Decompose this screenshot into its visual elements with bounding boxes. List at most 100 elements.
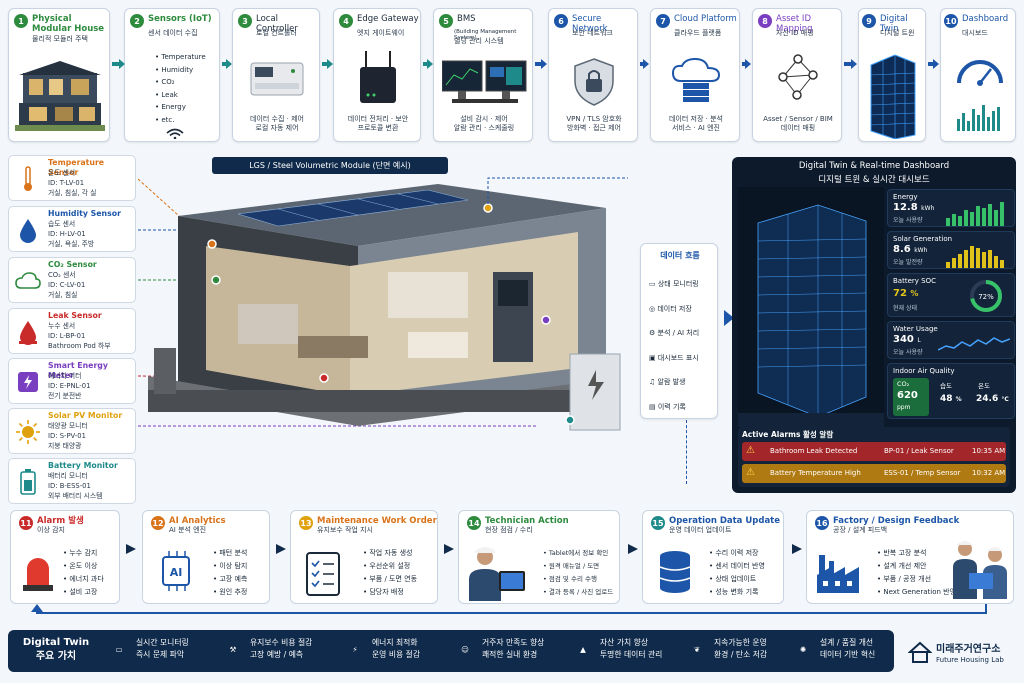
list-item: • Humidity [155,65,194,74]
step-title: Edge Gateway [357,14,419,24]
data-flow-panel: 데이터 흐름 ▭ 상태 모니터링 ◎ 데이터 저장 ⚙ 분석 / AI 처리 ▣… [640,243,718,419]
sensor-temperature[interactable]: Temperature Sensor 온도 센서 ID: T-LV-01 거실,… [8,155,136,201]
document-icon: ▤ [649,402,656,411]
step-3-local-controller[interactable]: 3 Local Controller 로컬 컨트롤러 데이터 수집 · 제어 로… [232,8,320,142]
data-flow-title: 데이터 흐름 [660,251,700,260]
sensor-title: Solar PV Monitor [48,411,123,420]
battery-gauge-label: 72% [978,293,994,301]
modular-house-icon [15,61,105,131]
step-title: BMS [457,14,476,24]
step-number: 3 [238,14,252,28]
step-5-bms[interactable]: 5 BMS (Building Management System) 빌딩 관리… [433,8,533,142]
gauge-chart-icon [957,60,1003,131]
step-title: Secure Network [572,14,608,34]
sensor-title: Leak Sensor [48,311,102,320]
sensor-location: 거실, 침실, 각 실 [48,189,97,197]
step-8-asset-id-mapping[interactable]: 8 Asset ID Mapping 자산 ID 매핑 Asset / Sens… [752,8,842,142]
ai-chip-icon: AI [162,551,190,591]
list-item: ▣ 대시보드 표시 [649,353,699,362]
step-subtitle: 엣지 게이트웨이 [357,29,405,37]
sensor-co2[interactable]: CO₂ Sensor CO₂ 센서 ID: C-LV-01 거실, 침실 [8,257,136,303]
step-2-sensors[interactable]: 2 Sensors (IoT) 센서 데이터 수집 • Temperature … [124,8,220,142]
twin-building-icon [870,54,916,139]
sensor-humidity[interactable]: Humidity Sensor 습도 센서 ID: H-LV-01 거실, 욕실… [8,206,136,252]
modular-house-cutaway-illustration [138,177,628,431]
growth-chart-icon: ▲ [580,644,586,654]
step-item-list: • 작업 자동 생성• 우선순위 설정• 부품 / 도면 연동• 담당자 배정 [363,549,418,596]
warning-icon: ⚠ [746,467,755,478]
step-number: 7 [656,14,670,28]
step-title: Local Controller [256,14,298,34]
step-9-digital-twin[interactable]: 9 Digital Twin 디지털 트윈 [858,8,926,142]
kpi-battery-soc: Battery SOC 72 % 현재 상태 72% [887,273,1015,317]
resident-icon: ☺ [461,644,469,654]
step-caption: VPN / TLS 암호화 방화벽 · 접근 제어 [566,115,622,132]
step-caption: 데이터 수집 · 제어 로컬 자동 제어 [250,115,304,132]
brand-sub: Future Housing Lab [936,656,1004,664]
solar-bar-chart [946,246,1004,268]
sensor-energy-meter[interactable]: Smart Energy Meter 에너지 미터 ID: E-PNL-01 전… [8,358,136,404]
step-7-cloud-platform[interactable]: 7 Cloud Platform 클라우드 플랫폼 데이터 저장 · 분석 서비… [650,8,740,142]
monitors-icon [442,60,527,103]
step-number: 10 [944,14,958,28]
battery-icon [15,467,41,497]
step-title: Digital Twin [880,14,908,34]
sensor-location: 전기 분전반 [48,392,82,400]
sensor-id: ID: T-LV-01 [48,179,85,187]
alarm-row-battery[interactable]: ⚠ Battery Temperature High ESS-01 / Temp… [742,464,1006,483]
sensor-battery[interactable]: Battery Monitor 배터리 모니터 ID: B-ESS-01 외부 … [8,458,136,504]
step-title: Physical Modular House [32,14,105,34]
wrench-icon: ⚒ [229,644,237,654]
leaf-icon: ❦ [693,644,701,654]
sensor-kr: CO₂ 센서 [48,271,76,279]
list-item: • Leak [155,90,178,99]
shield-lock-icon [574,58,614,106]
step-number: 1 [14,14,28,28]
step-6-secure-network[interactable]: 6 Secure Network 보안 네트워크 VPN / TLS 암호화 방… [548,8,638,142]
monitor-icon: ▭ [115,644,123,654]
alarm-row-leak[interactable]: ⚠ Bathroom Leak Detected BP-01 / Leak Se… [742,442,1006,461]
step-subtitle: 센서 데이터 수집 [148,29,198,37]
sensor-location: 거실, 욕실, 주방 [48,240,95,248]
digital-twin-building-view [738,187,884,427]
step-subtitle: 자산 ID 매핑 [776,29,814,37]
cloud-icon [15,266,41,296]
kpi-indoor-air-quality: Indoor Air Quality CO₂ 620 ppm 습도 48 % 온… [887,363,1015,419]
sensor-type-list: • Temperature • Humidity • CO₂ • Leak • … [155,51,206,126]
return-link [686,420,687,484]
step-subtitle: 보안 네트워크 [572,29,613,37]
thermometer-icon [15,164,41,194]
step-number: 6 [554,14,568,28]
list-item: ♫ 알람 발생 [649,378,686,386]
technician-tablet-icon [469,547,525,601]
step-title: Sensors (IoT) [148,14,212,24]
list-item: ◎ 데이터 저장 [649,304,692,313]
step-4-edge-gateway[interactable]: 4 Edge Gateway 엣지 게이트웨이 데이터 전처리 · 보안 프로토… [333,8,421,142]
sensor-leak[interactable]: Leak Sensor 누수 센서 ID: L-BP-01 Bathroom P… [8,308,136,354]
database-icon [659,551,691,593]
step-number: 5 [439,14,453,28]
step-number: 8 [758,14,772,28]
alarms-title: Active Alarms 활성 알람 [742,430,834,439]
step-subtitle: 디지털 트윈 [880,29,915,37]
energy-bar-chart [946,202,1004,226]
step-number: 9 [862,14,876,28]
engineers-icon [953,541,1007,599]
step-subtitle: 클라우드 플랫폼 [674,29,722,37]
data-flow-list: ▭ 상태 모니터링 ◎ 데이터 저장 ⚙ 분석 / AI 처리 ▣ 대시보드 표… [649,272,699,419]
step-1-physical-house[interactable]: 1 Physical Modular House 물리적 모듈러 주택 [8,8,110,142]
step-10-dashboard[interactable]: 10 Dashboard 대시보드 [940,8,1016,142]
sensor-location: 외부 배터리 시스템 [48,492,103,500]
sensor-solar-pv[interactable]: Solar PV Monitor 태양광 모니터 ID: S-PV-01 지붕 … [8,408,136,454]
step-caption: 데이터 저장 · 분석 서비스 · AI 엔진 [669,115,723,132]
